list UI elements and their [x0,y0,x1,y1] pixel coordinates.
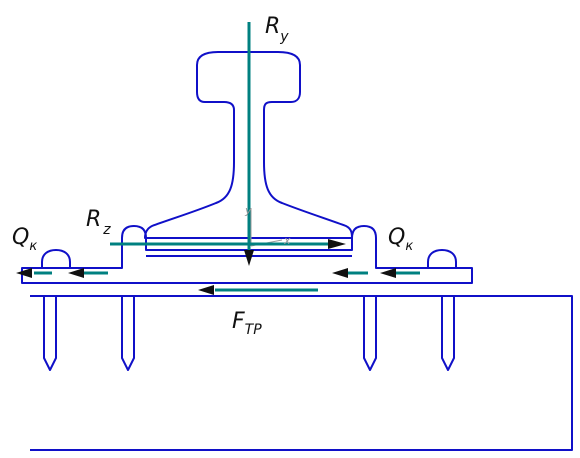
spike-4 [441,296,455,371]
qk-right-outer-arrowhead [380,268,396,278]
ftr-label: FТР [232,309,262,338]
ry-label: Ry [265,14,289,45]
ry-arrowhead [244,250,254,266]
rail-profile [144,51,353,239]
ftr-arrowhead [198,285,214,295]
spike-2 [121,296,135,371]
right-bolt-head [427,249,457,268]
qk-left-label: Qк [12,225,37,254]
local-x-axis-label: x [283,234,291,247]
rz-arrowhead [328,239,346,249]
qk-left-inner-arrowhead [68,268,84,278]
arrowheads [16,239,396,295]
spike-3 [363,296,377,371]
base-plate-outline [21,225,473,284]
spike-1 [43,296,57,371]
qk-right-label: Qк [388,225,413,254]
qk-left-outer-arrowhead [16,268,32,278]
structure-outline [21,51,573,451]
force-lines [34,22,420,292]
left-bolt-head [41,249,71,268]
qk-right-inner-arrowhead [332,268,348,278]
local-axes [250,208,283,247]
local-y-axis-label: y [244,204,252,217]
sleeper-outline [30,295,573,451]
